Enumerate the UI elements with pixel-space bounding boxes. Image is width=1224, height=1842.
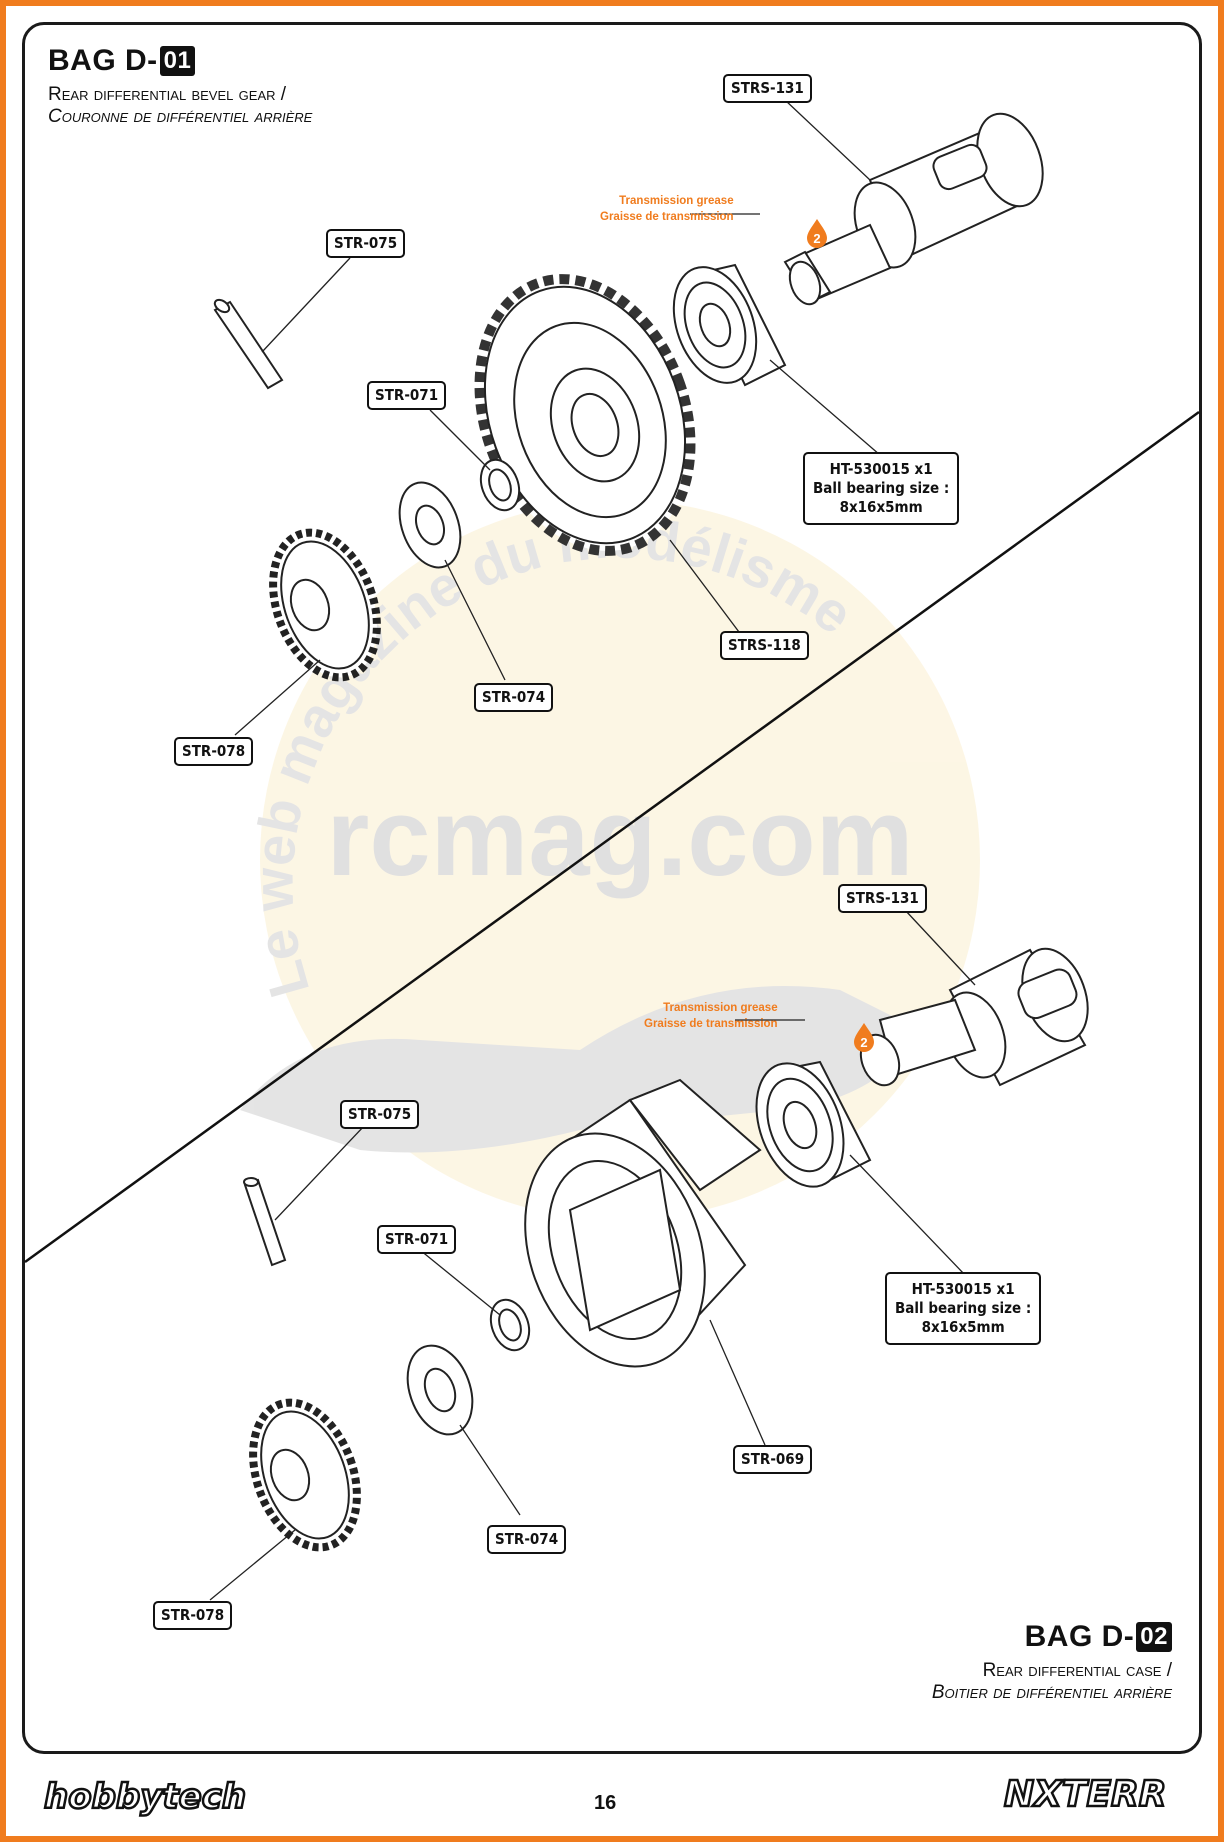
nxterr-logo: NXTERR [1003,1773,1168,1817]
bevel-gear-top [269,528,381,682]
bag2-title: BAG D- [1024,1620,1135,1653]
bag1-subtitle-en: Rear differential bevel gear / [48,84,287,105]
ball-bearing-bottom [755,1060,872,1188]
ht-line-3: 8x16x5mm [839,498,923,516]
bag1-number: 01 [159,46,196,76]
bevel-gear-bottom [249,1398,361,1552]
grease-line-fr-b: Graisse de transmission [644,1018,778,1030]
bag2-number: 02 [1136,1622,1172,1652]
hobbytech-logo: hobbytech [43,1776,248,1819]
watermark-text: rcmag.com [327,776,914,899]
part-tag-ht-530015-b: HT-530015 x1 Ball bearing size : 8x16x5m… [885,1272,1042,1345]
part-tag-strs-131: STRS-131 [723,74,812,103]
output-cup-top [783,112,1044,306]
part-tag-str-069: STR-069 [733,1445,813,1474]
hobbytech-logo-text: hobbytech [44,1777,246,1817]
section-divider [24,410,1200,1264]
grease-step-top: 2 [813,231,820,246]
part-tag-strs-131-b: STRS-131 [838,884,927,913]
bag1-subtitle-fr: Couronne de différentiel arrière [48,106,313,127]
ht-line-2-b: Ball bearing size : [895,1299,1032,1317]
page-number: 16 [594,1792,617,1814]
bevel-crown-gear [474,274,696,556]
grease-line-en: Transmission grease [619,195,734,207]
ht-line-1-b: HT-530015 x1 [911,1280,1015,1298]
watermark: rcmag.com Le web magazine du modélisme [240,500,980,1220]
differential-case [524,1078,762,1368]
part-tag-str-078: STR-078 [174,737,254,766]
bag1-title: BAG D- [48,44,158,77]
part-tag-ht-530015: HT-530015 x1 Ball bearing size : 8x16x5m… [803,452,960,525]
ht-line-3-b: 8x16x5mm [921,1318,1005,1336]
part-tag-str-078-b: STR-078 [153,1601,233,1630]
part-tag-str-075-b: STR-075 [340,1100,420,1129]
part-tag-str-071: STR-071 [367,381,447,410]
grease-step-bottom: 2 [860,1035,867,1050]
ht-line-2: Ball bearing size : [813,479,950,497]
part-tag-str-071-b: STR-071 [377,1225,457,1254]
part-tag-str-074-b: STR-074 [487,1525,567,1554]
ht-line-1: HT-530015 x1 [829,460,933,478]
output-cup-bottom [859,947,1089,1087]
part-tag-str-074: STR-074 [474,683,554,712]
grease-note-top: Transmission grease Graisse de transmiss… [600,193,734,225]
bag2-heading: BAG D-02 Rear differential case / Boitie… [932,1620,1172,1704]
grease-note-bottom: Transmission grease Graisse de transmiss… [644,1000,778,1032]
grease-drop-icon-b: 2 [854,1023,874,1052]
bag2-subtitle-en: Rear differential case / [982,1660,1172,1681]
cross-pin-bottom [243,1177,287,1267]
cross-pin-top [213,298,284,390]
bag2-subtitle-fr: Boitier de différentiel arrière [931,1682,1172,1703]
leader-lines [209,99,976,1601]
part-tag-str-075: STR-075 [326,229,406,258]
grease-line-en-b: Transmission grease [663,1002,778,1014]
ball-bearing-top [672,263,787,387]
grease-drop-icon: 2 [807,219,827,248]
watermark-disc [260,500,980,1220]
bag1-heading: BAG D-01 Rear differential bevel gear / … [48,44,312,128]
grease-line-fr: Graisse de transmission [600,211,734,223]
part-tag-strs-118: STRS-118 [720,631,809,660]
nxterr-logo-text: NXTERR [1004,1774,1166,1815]
instruction-panel [22,22,1202,1754]
